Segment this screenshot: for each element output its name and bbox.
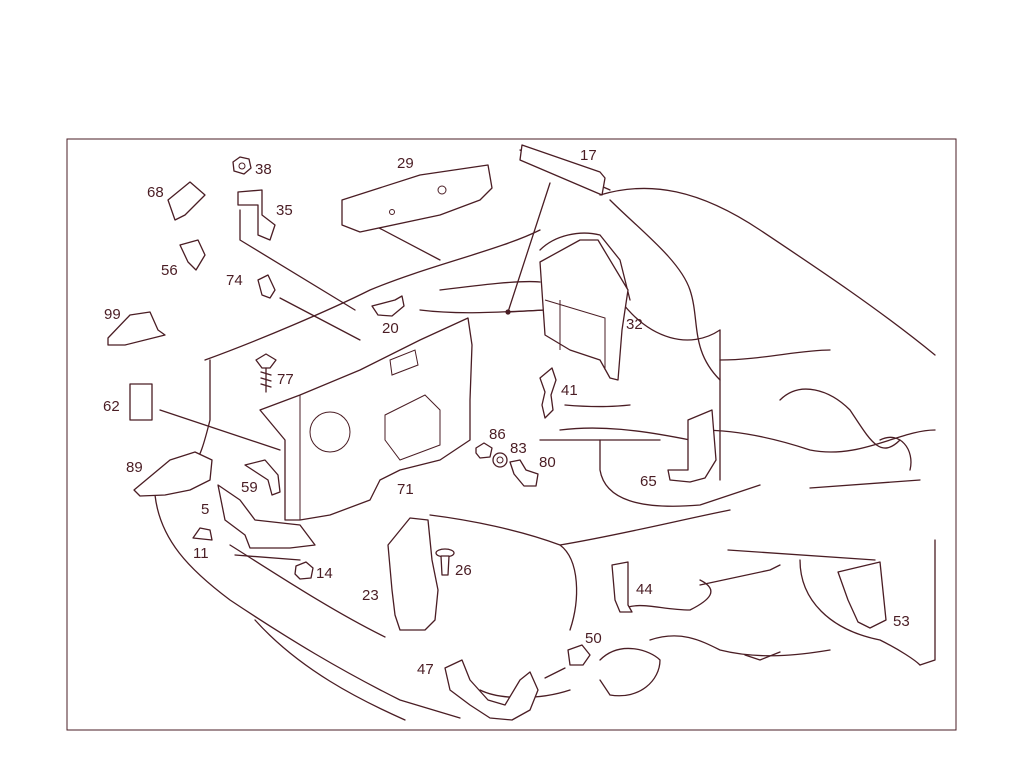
part-5-bracket xyxy=(217,484,316,549)
callout-83: 83 xyxy=(510,440,527,457)
part-44-clip xyxy=(611,561,633,613)
part-74-clip xyxy=(257,274,276,299)
callout-29: 29 xyxy=(397,155,414,172)
callout-44: 44 xyxy=(636,581,653,598)
leader-lines xyxy=(159,182,566,679)
part-62-block xyxy=(129,383,153,421)
part-11-clip xyxy=(192,527,213,541)
callout-50: 50 xyxy=(585,630,602,647)
body-shell-lines xyxy=(154,149,936,721)
callout-5: 5 xyxy=(201,501,209,518)
callout-89: 89 xyxy=(126,459,143,476)
callout-32: 32 xyxy=(626,316,643,333)
callout-14: 14 xyxy=(316,565,333,582)
callout-65: 65 xyxy=(640,473,657,490)
part-86-nut xyxy=(475,442,493,459)
callout-99: 99 xyxy=(104,306,121,323)
callout-20: 20 xyxy=(382,320,399,337)
callout-41: 41 xyxy=(561,382,578,399)
callout-71: 71 xyxy=(397,481,414,498)
callout-23: 23 xyxy=(362,587,379,604)
part-83-washer xyxy=(492,452,508,468)
part-99-bracket xyxy=(107,311,166,346)
callout-86: 86 xyxy=(489,426,506,443)
callout-59: 59 xyxy=(241,479,258,496)
part-14-nut xyxy=(294,561,314,580)
callout-56: 56 xyxy=(161,262,178,279)
callout-68: 68 xyxy=(147,184,164,201)
part-59-bracket xyxy=(244,459,281,496)
part-32-side-panel xyxy=(539,239,629,381)
part-56-clip xyxy=(179,239,206,271)
callout-47: 47 xyxy=(417,661,434,678)
part-68-bracket xyxy=(167,181,206,221)
part-53-bracket xyxy=(837,561,887,629)
callout-11: 11 xyxy=(193,545,209,562)
callout-74: 74 xyxy=(226,272,243,289)
part-35-clip xyxy=(237,189,276,241)
part-38-nut xyxy=(232,156,252,175)
callout-35: 35 xyxy=(276,202,293,219)
part-26-push-clip xyxy=(435,548,455,576)
callout-17: 17 xyxy=(580,147,597,164)
part-77-screw xyxy=(255,353,277,393)
part-17-crossmember xyxy=(519,144,606,196)
callout-labels: 17 29 38 68 35 56 74 20 32 99 77 41 62 8… xyxy=(103,147,910,678)
part-41-clip xyxy=(539,367,557,419)
part-23-shield xyxy=(387,517,439,631)
part-65-bracket xyxy=(667,409,717,483)
part-50-bracket xyxy=(567,644,591,666)
part-20-bracket xyxy=(371,295,405,317)
diagram-border xyxy=(66,138,957,731)
callout-77: 77 xyxy=(277,371,294,388)
callout-53: 53 xyxy=(893,613,910,630)
part-29-upper-panel xyxy=(341,164,493,233)
part-89-bracket xyxy=(133,451,213,497)
part-47-bracket xyxy=(444,659,539,721)
callout-62: 62 xyxy=(103,398,120,415)
part-71-bulkhead xyxy=(259,317,473,521)
part-80-bolt xyxy=(509,459,539,487)
callout-38: 38 xyxy=(255,161,272,178)
callout-26: 26 xyxy=(455,562,472,579)
leader-dot xyxy=(505,309,511,315)
callout-80: 80 xyxy=(539,454,556,471)
